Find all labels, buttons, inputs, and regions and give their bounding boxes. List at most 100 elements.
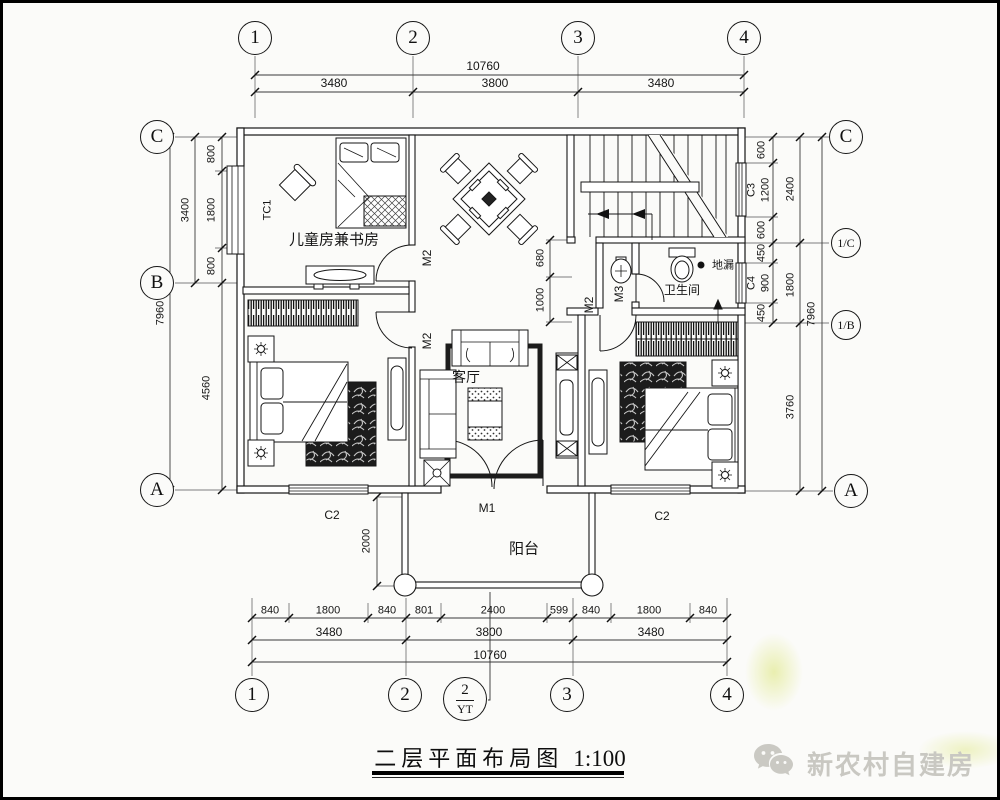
dim-bottom-r2: 3480 — [315, 625, 343, 639]
window-label-c2: C2 — [324, 508, 340, 522]
dim-left: 4560 — [200, 375, 213, 401]
wechat-logo-icon — [752, 742, 798, 785]
dining-set — [439, 152, 539, 246]
dim-top-3: 3480 — [647, 76, 675, 90]
bathroom-fixtures — [610, 247, 723, 324]
dim-interior: 1000 — [534, 287, 547, 313]
dim-right: 900 — [759, 273, 772, 293]
door-m2-right-bedroom — [599, 314, 637, 352]
balcony-column — [393, 573, 417, 597]
extension-lines — [175, 56, 833, 676]
axis-bubble-4: 4 — [710, 678, 744, 712]
window-label-c2: C2 — [654, 509, 670, 523]
slope-arrow-icon — [713, 298, 723, 310]
axis-bubble-3: 3 — [561, 21, 595, 55]
door-label-m3: M3 — [612, 285, 626, 303]
dim-right-total: 7960 — [805, 301, 818, 327]
window-label-c3: C3 — [745, 182, 758, 198]
window-label-tc1: TC1 — [261, 199, 274, 221]
dim-bottom-r1: 840 — [698, 604, 718, 617]
pillow — [260, 402, 284, 435]
dim-bottom-r1: 840 — [260, 604, 280, 617]
stair-handrail — [580, 181, 700, 193]
room-label-bathroom: 卫生间 — [663, 283, 701, 297]
dim-left: 800 — [205, 256, 218, 276]
dim-right: 1200 — [759, 177, 772, 203]
door-m2-children — [375, 244, 413, 282]
dim-right: 600 — [755, 220, 768, 240]
dim-bottom-total: 10760 — [473, 648, 507, 662]
title-underline-thin — [372, 777, 624, 778]
dim-top-2: 3800 — [481, 76, 509, 90]
window-label-c4: C4 — [745, 275, 758, 291]
dim-bottom-r1: 840 — [377, 604, 397, 617]
window-tc1 — [226, 165, 245, 255]
axis-bubble-C: C — [829, 120, 863, 154]
furniture-left-bedroom — [247, 299, 407, 467]
dim-bottom-r1: 801 — [414, 604, 434, 617]
axis-bubble-1/C: 1/C — [831, 228, 861, 258]
windows — [226, 162, 747, 495]
yt-leader-line — [488, 592, 491, 701]
dim-right: 600 — [755, 140, 768, 160]
stairs — [580, 134, 728, 240]
door-label-m2: M2 — [420, 249, 434, 267]
dim-left: 3400 — [179, 197, 192, 223]
balcony-column — [580, 573, 604, 597]
axis-bubble-C: C — [140, 120, 174, 154]
axis-bubble-2: 2 — [388, 678, 422, 712]
stair-arrow-icon — [632, 209, 645, 219]
dim-bottom-r1: 1800 — [315, 604, 341, 617]
dim-right: 450 — [755, 303, 768, 323]
floor-drain-icon — [697, 261, 705, 269]
dim-bottom-r2: 3480 — [637, 625, 665, 639]
window-c2-right — [610, 484, 691, 495]
dim-interior: 680 — [534, 248, 547, 268]
dim-left: 1800 — [205, 197, 218, 223]
interior-walls — [242, 134, 746, 487]
dim-right: 2400 — [784, 176, 797, 202]
dim-top-1: 3480 — [320, 76, 348, 90]
room-label-children-study: 儿童房兼书房 — [288, 231, 380, 249]
dim-bottom-r1: 1800 — [636, 604, 662, 617]
pillow — [707, 428, 733, 461]
drawing-title-text: 二层平面布局图 — [374, 746, 564, 771]
highlight-smudge — [918, 731, 1000, 769]
dim-top-total: 10760 — [466, 59, 500, 73]
dim-right: 3760 — [784, 394, 797, 420]
window-c3 — [735, 162, 747, 217]
wardrobe — [247, 299, 359, 327]
window-c4 — [735, 262, 747, 304]
pillow — [707, 393, 733, 426]
balcony — [393, 492, 604, 597]
highlight-smudge — [745, 633, 803, 711]
watermark-text: 新农村自建房 — [807, 750, 976, 780]
window-c2-left — [288, 484, 369, 495]
dim-right: 450 — [755, 243, 768, 263]
axis-bubble-2: 2 — [396, 21, 430, 55]
furniture-living-room — [419, 329, 579, 487]
watermark: 新农村自建房 — [752, 742, 975, 785]
furniture-right-bedroom — [588, 321, 739, 489]
drawing-title: 二层平面布局图 1:100 — [0, 741, 1000, 773]
drawing-scale: 1:100 — [573, 746, 626, 771]
dim-left-total: 7960 — [154, 300, 167, 326]
furniture-children-room — [278, 137, 407, 290]
dim-left: 800 — [205, 144, 218, 164]
pillow — [370, 142, 400, 163]
dim-interior: 2000 — [360, 528, 373, 554]
axis-bubble-A: A — [834, 474, 868, 508]
title-underline-thick — [372, 771, 624, 775]
desk-chair — [278, 163, 317, 202]
door-m3-bathroom — [635, 273, 665, 303]
pillow — [260, 367, 284, 400]
axis-bubble-A: A — [140, 473, 174, 507]
door-label-m1: M1 — [478, 501, 496, 515]
axis-bubble-1: 1 — [235, 678, 269, 712]
quilt — [363, 195, 407, 227]
room-label-balcony: 阳台 — [508, 540, 540, 558]
door-label-m2: M2 — [582, 296, 596, 314]
